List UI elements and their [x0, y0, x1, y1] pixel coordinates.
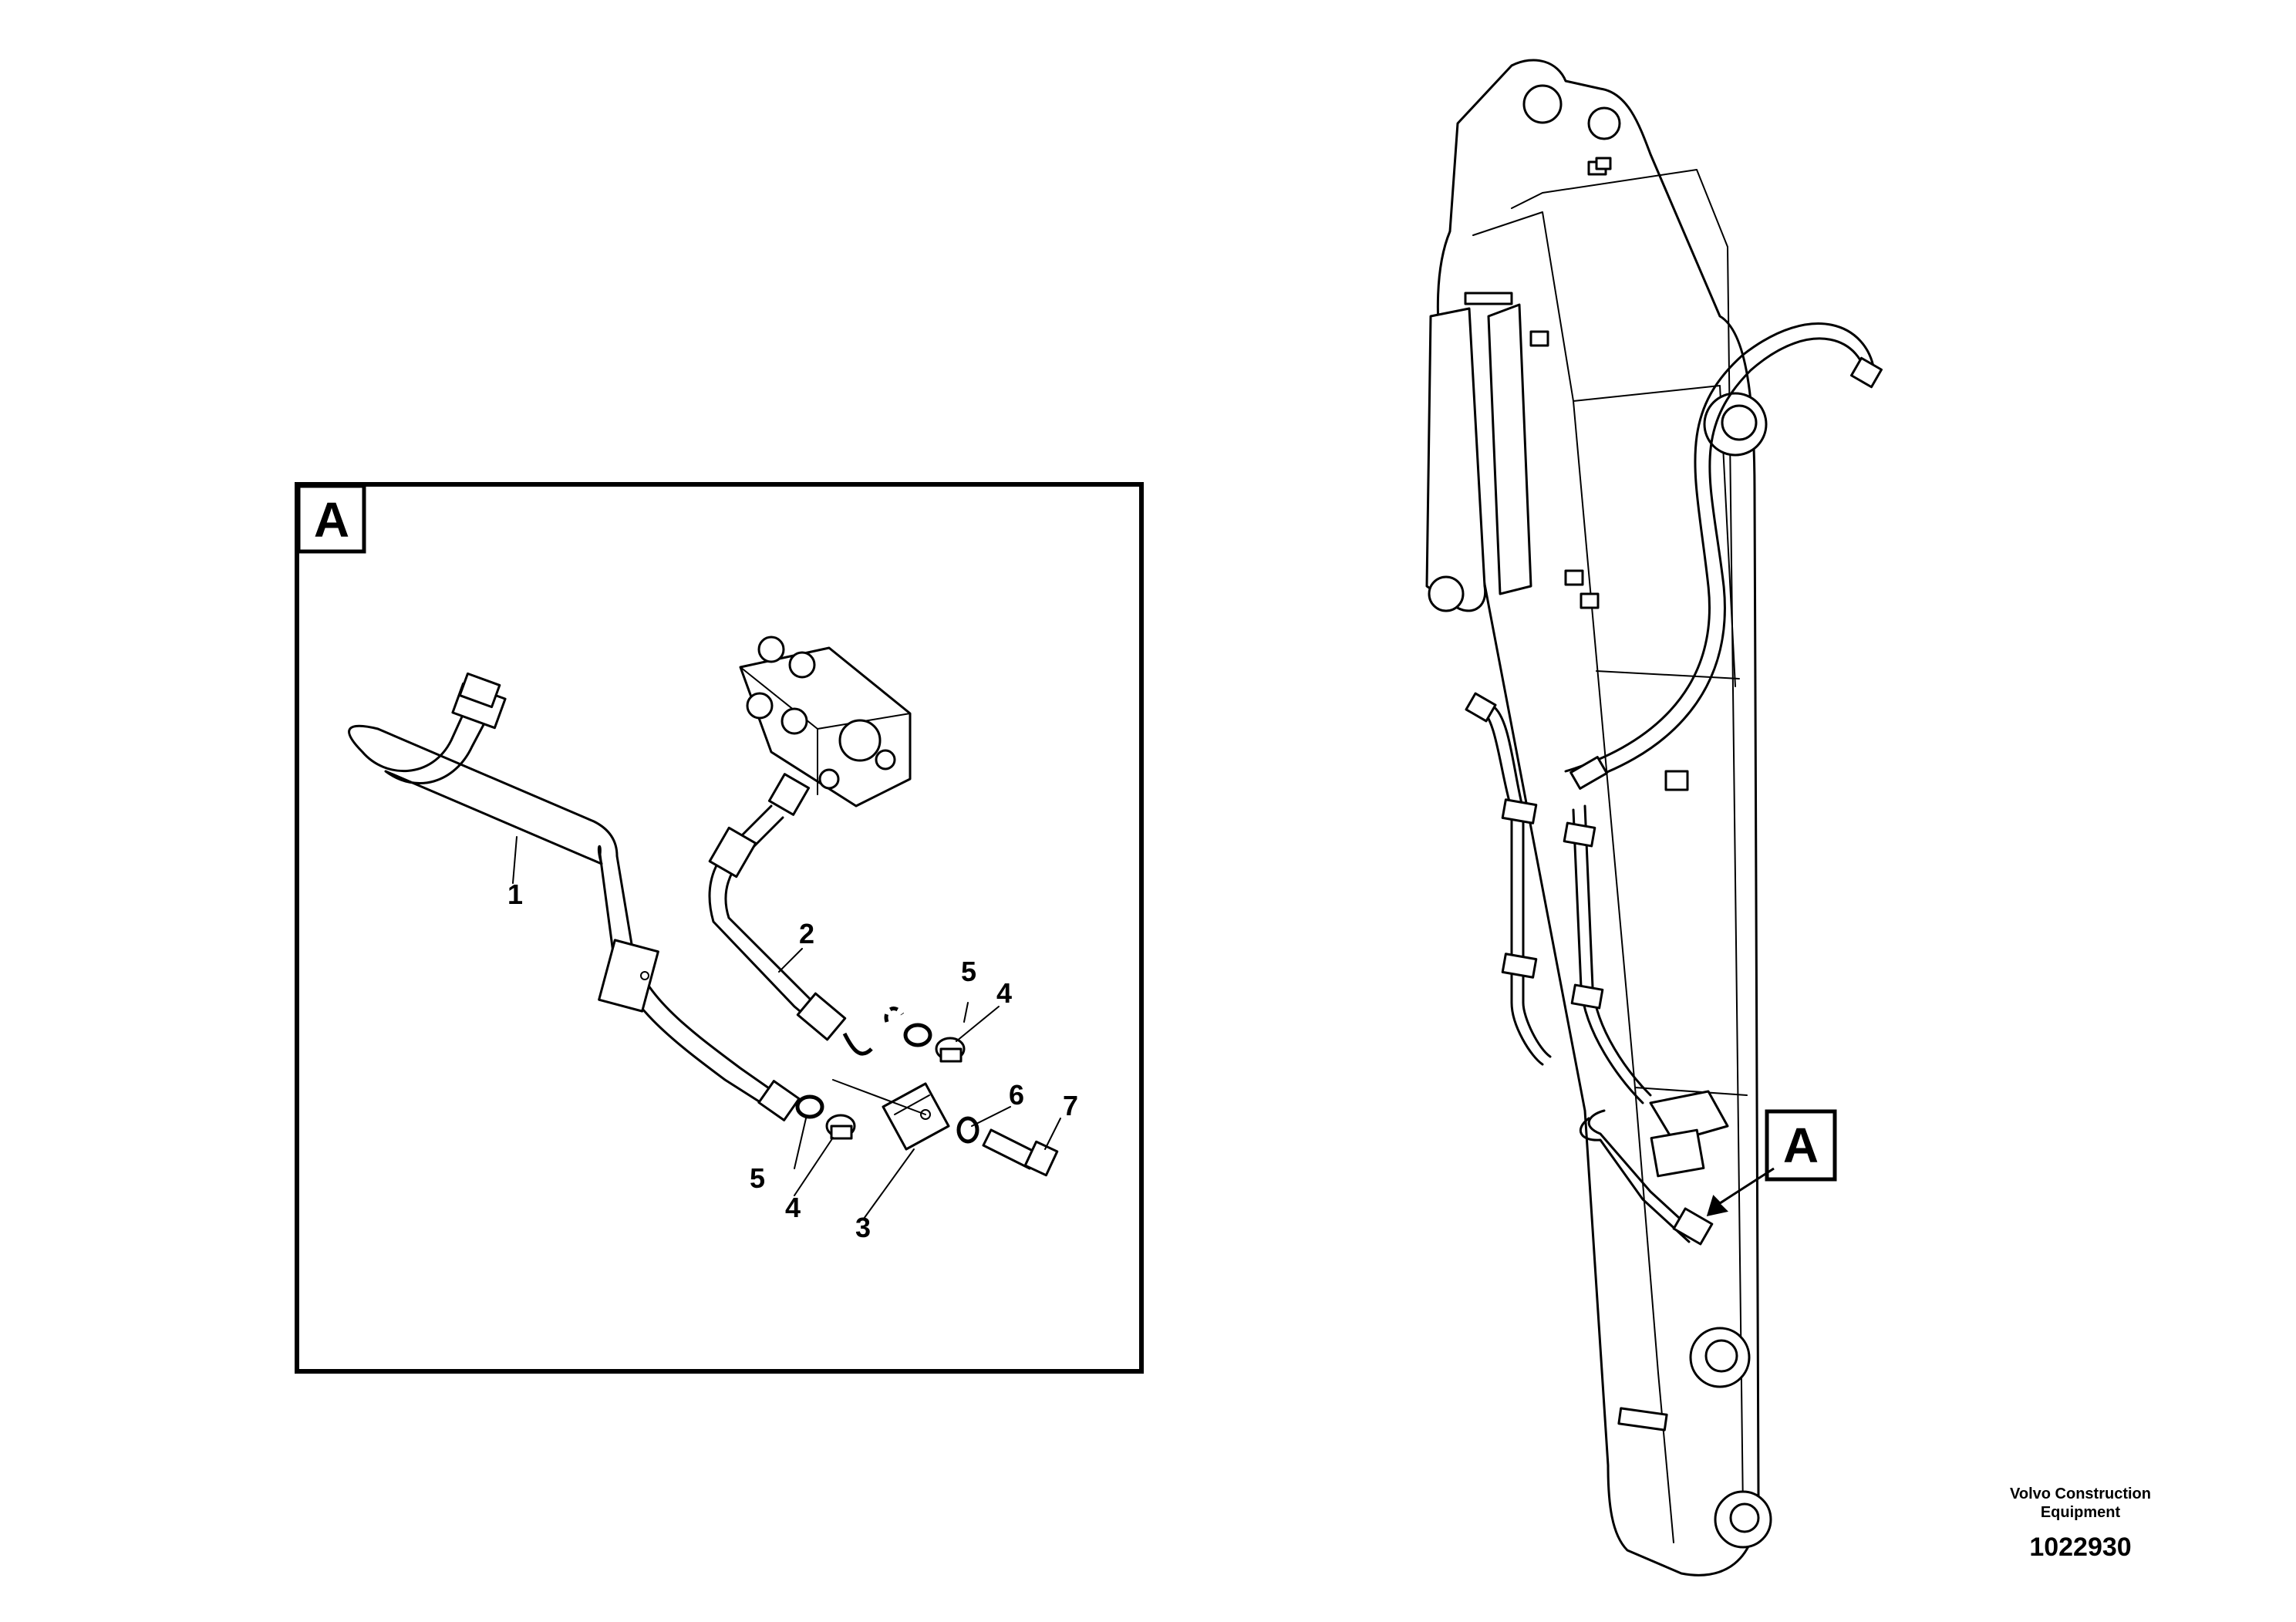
- plug-4-lower: [825, 1114, 856, 1140]
- detail-label: A: [314, 492, 349, 548]
- washer-6: [956, 1116, 979, 1144]
- detail-view-a: A: [295, 482, 1144, 1374]
- o-ring-5-upper: [903, 1023, 932, 1047]
- brand-line-2: Equipment: [2040, 1504, 2121, 1521]
- hose-2: [708, 804, 847, 1041]
- pipe-1: [348, 672, 801, 1121]
- callout-6: 6: [1009, 1079, 1024, 1111]
- callout-5-lower: 5: [750, 1162, 765, 1194]
- detail-ref-label: A: [1783, 1118, 1819, 1173]
- callout-4-upper: 4: [996, 977, 1012, 1009]
- o-ring-5-lower: [795, 1094, 824, 1119]
- callout-5-upper: 5: [961, 956, 976, 987]
- callout-3: 3: [855, 1212, 871, 1243]
- detail-ref-box: [1765, 1109, 1837, 1182]
- callout-2: 2: [799, 918, 814, 949]
- detail-ref-arrow: [1706, 1167, 1775, 1217]
- drawing-number: 1022930: [2029, 1533, 2132, 1562]
- callout-4-lower: 4: [785, 1192, 801, 1223]
- arm-overview: A: [1425, 59, 1883, 1576]
- callout-7: 7: [1063, 1090, 1078, 1121]
- hose-end-fitting: [842, 1032, 873, 1056]
- callout-1: 1: [507, 878, 523, 910]
- brand-line-1: Volvo Construction: [2010, 1485, 2151, 1502]
- valve-block: [739, 636, 912, 816]
- detail-label-box: [296, 484, 366, 554]
- clamp-3: [882, 1082, 950, 1151]
- plug-4-upper: [935, 1037, 966, 1063]
- detail-frame: [295, 482, 1144, 1374]
- bolt-7: [982, 1128, 1059, 1177]
- brand-block: Volvo Construction Equipment 1022930: [2010, 1485, 2151, 1563]
